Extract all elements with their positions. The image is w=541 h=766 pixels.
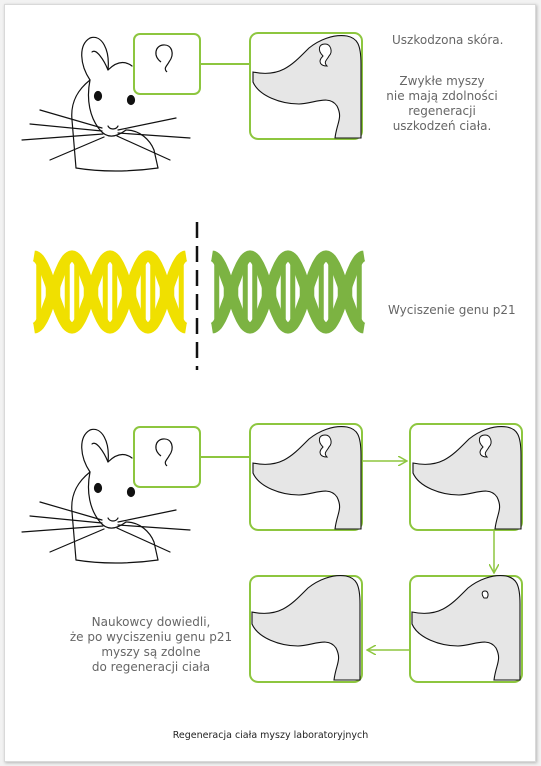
dna-strand [32, 250, 188, 334]
label-normal-mice: Zwykłe myszy nie mają zdolności regenera… [376, 74, 508, 134]
text-line: uszkodzeń ciała. [392, 119, 492, 133]
dna-helix-icon [210, 250, 366, 334]
text-line: Naukowcy dowiedli, [91, 615, 211, 629]
label-conclusion: Naukowcy dowiedli, że po wyciszeniu genu… [65, 615, 237, 675]
text-line: myszy są zdolne [101, 645, 201, 659]
zoom-frame-small [133, 33, 201, 95]
label-damaged-skin: Uszkodzona skóra. [392, 33, 504, 47]
text-line: regeneracji [408, 104, 476, 118]
dna-strand [32, 250, 188, 334]
text-line: do regeneracji ciała [91, 660, 211, 674]
dna-strand [210, 250, 366, 334]
text-line: Zwykłe myszy [399, 74, 485, 88]
dna-helix-icon [32, 250, 188, 334]
text-line: nie mają zdolności [386, 89, 498, 103]
figure-caption: Regeneracja ciała myszy laboratoryjnych [172, 730, 369, 741]
mouse-head-icon [21, 428, 191, 564]
ear-icon [155, 438, 173, 467]
skin-panel-healing [411, 575, 521, 681]
label-gene-silencing: Wyciszenie genu p21 [388, 303, 516, 317]
mouse-head-icon [21, 36, 191, 172]
zoom-frame-small [133, 426, 201, 488]
skin-panel-healed [251, 575, 361, 681]
ear-icon [155, 44, 173, 73]
dna-strand [210, 250, 366, 334]
text-line: że po wyciszeniu genu p21 [69, 630, 233, 644]
